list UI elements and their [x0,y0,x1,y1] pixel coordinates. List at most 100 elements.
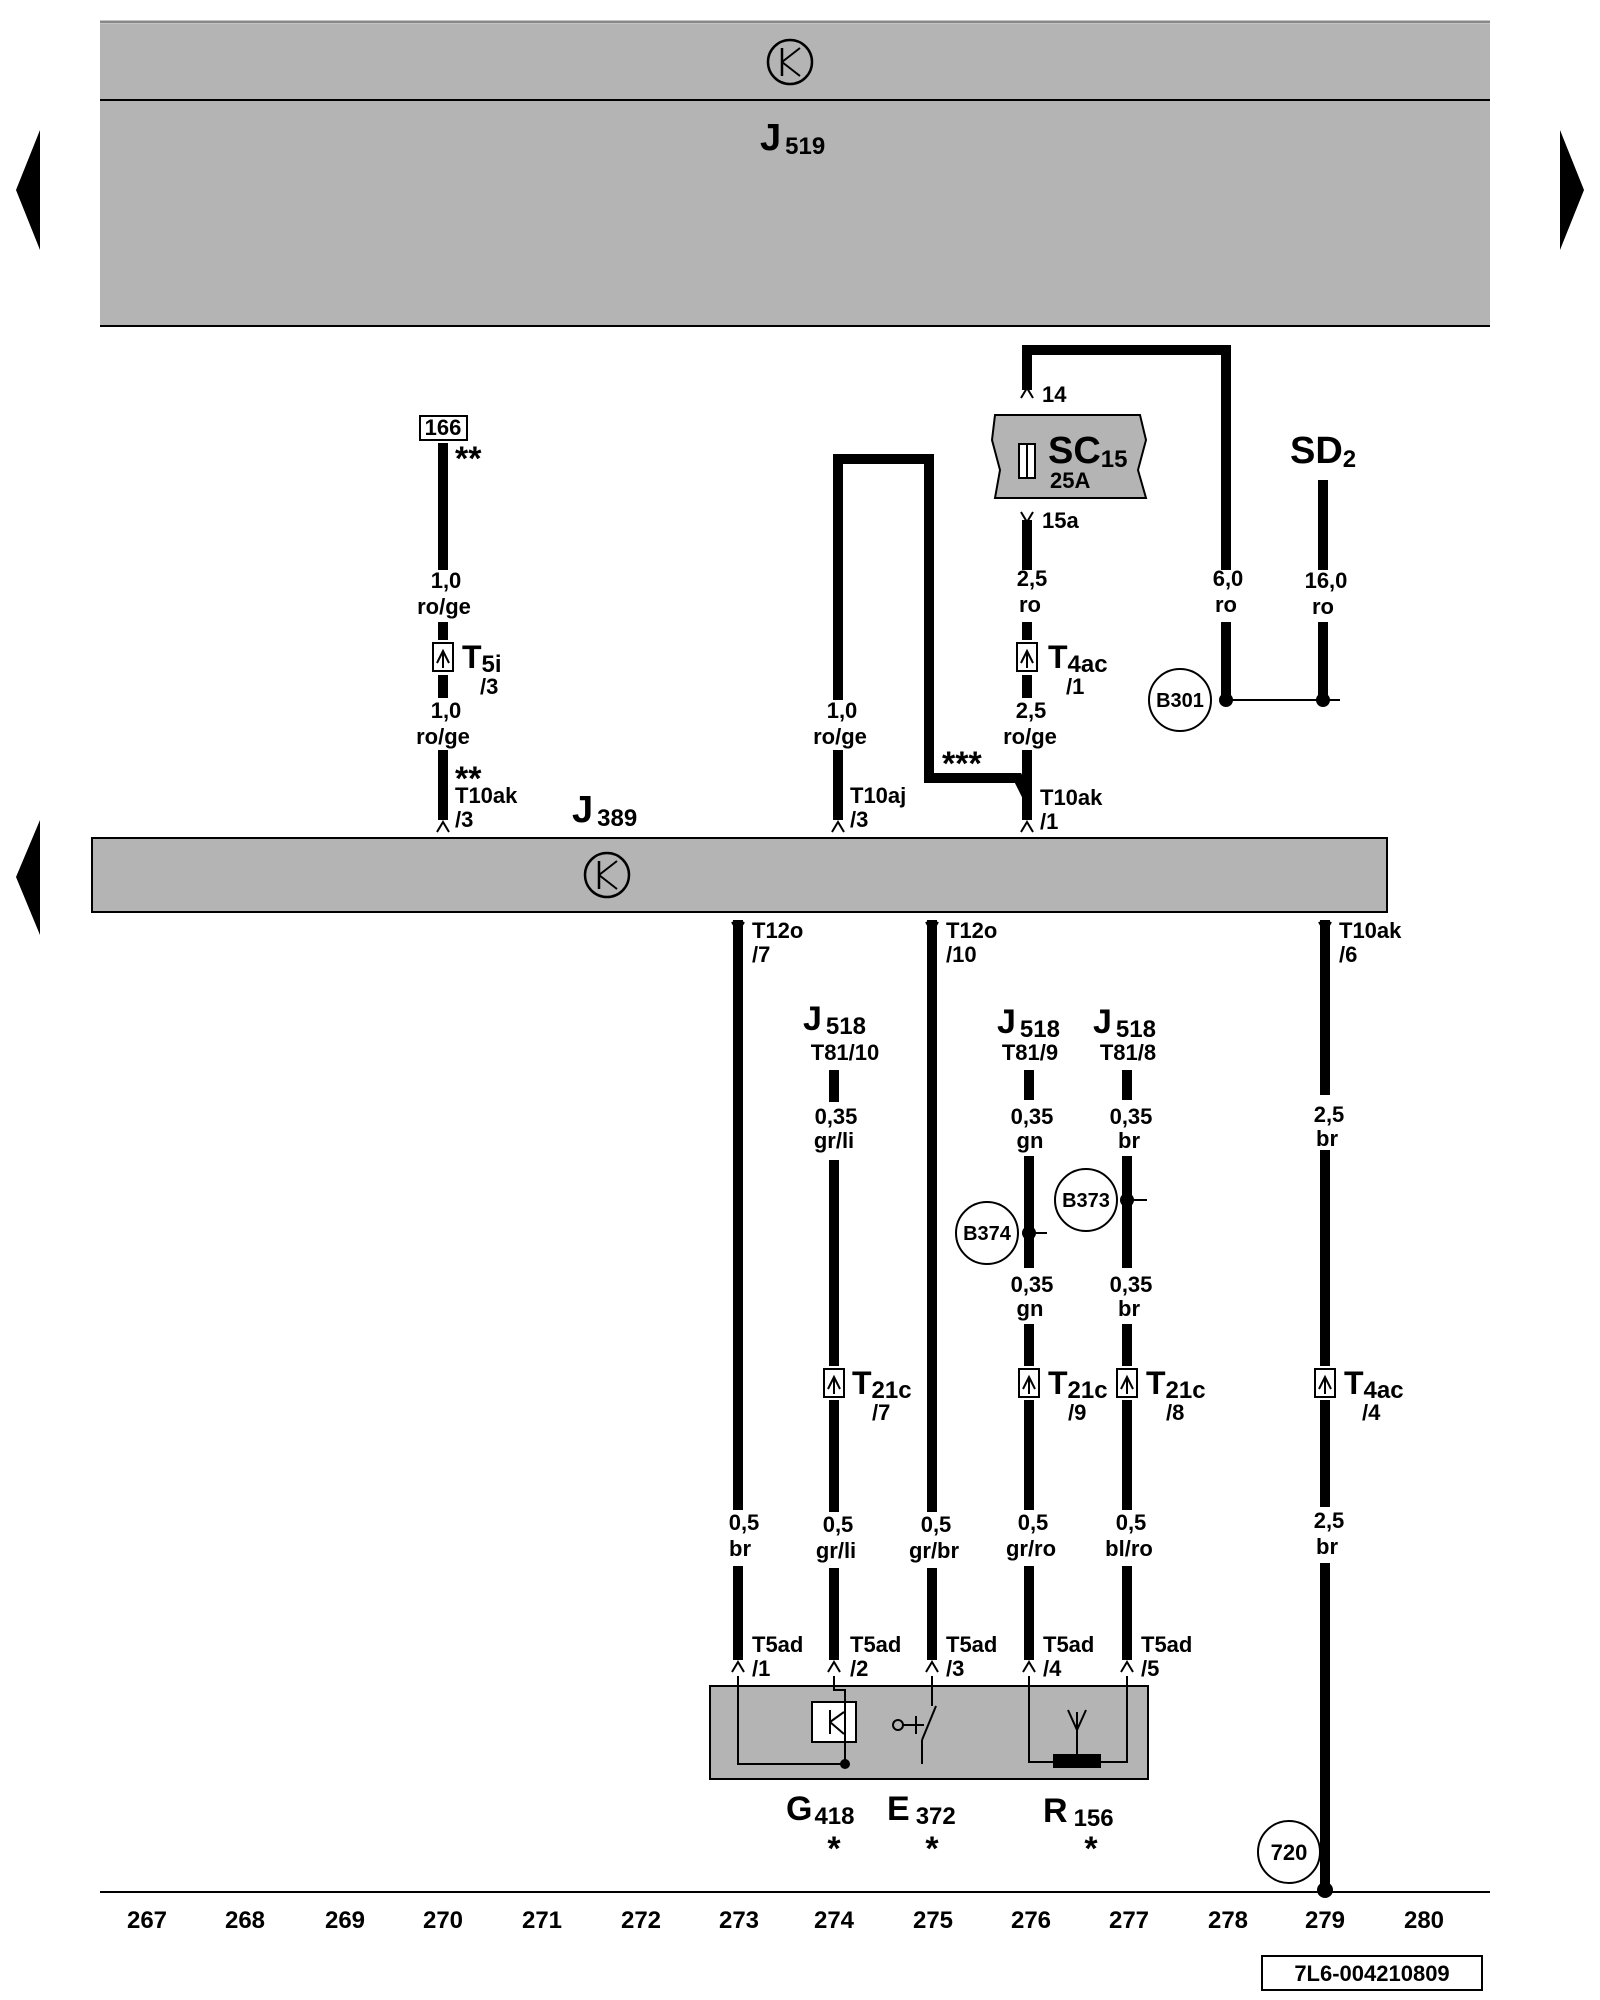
pin-t12o-10: T12o/10 [946,918,997,967]
pin-arrow-icon [1120,1660,1134,1673]
svg-text:T21c: T21c [1048,1365,1108,1404]
g418-label: G418 [786,1790,855,1830]
g418-note: * [827,1830,841,1868]
note-triple-star: *** [942,745,982,783]
pin-t10ak-3: T10ak/3 [455,783,518,832]
pin-arrow-icon [831,820,845,833]
j518-pin: T81/8 [1100,1040,1156,1065]
pin-t5ad-3: T5ad/3 [946,1632,997,1681]
connector-t4ac-4: T4ac /4 [1314,1365,1404,1425]
svg-text:T5i: T5i [462,639,502,678]
sc15-label: SC15 [1048,430,1128,473]
sd2-label: SD2 [1290,430,1356,473]
svg-text:/9: /9 [1068,1400,1086,1425]
pin-arrow-icon [1318,921,1332,934]
svg-text:7L6-004210809: 7L6-004210809 [1294,1961,1449,1986]
svg-text:T4ac: T4ac [1048,639,1108,678]
pin-t5ad-2: T5ad/2 [850,1632,901,1681]
nav-prev-page-top-icon[interactable] [16,130,40,250]
fuse-sc15: SC15 25A 14 15a [990,382,1148,533]
svg-text:B301: B301 [1156,690,1204,712]
pin-arrow-icon [925,921,939,934]
pin-t5ad-1: T5ad/1 [752,1632,803,1681]
ground-b373: B373 [1054,1168,1147,1232]
e372-note: * [925,1830,939,1868]
svg-text:280: 280 [1404,1907,1444,1934]
svg-text:279: 279 [1305,1907,1345,1934]
svg-text:B373: B373 [1062,1190,1110,1212]
svg-text:/3: /3 [480,674,498,699]
j518-pin: T81/9 [1002,1040,1058,1065]
svg-text:275: 275 [913,1907,953,1934]
svg-text:278: 278 [1208,1907,1248,1934]
pin-t12o-7: T12o/7 [752,918,803,967]
svg-text:T21c: T21c [852,1365,912,1404]
nav-prev-page-bottom-icon[interactable] [16,820,40,935]
document-id: 7L6-004210809 [1261,1955,1483,1991]
push-switch-icon [892,1676,937,1764]
svg-text:B374: B374 [963,1223,1012,1245]
note-double-star: ** [455,440,482,478]
svg-text:/4: /4 [1362,1400,1381,1425]
ground-b301: B301 [1148,668,1212,732]
junctions [1022,417,1333,1898]
svg-text:274: 274 [814,1907,855,1934]
svg-text:268: 268 [225,1907,265,1934]
connector-t5i: T5i /3 [432,639,502,699]
wires [438,345,1340,1888]
j518-pin: T81/10 [811,1040,880,1065]
ground-b374: B374 [955,1201,1047,1265]
svg-text:T21c: T21c [1146,1365,1206,1404]
svg-text:720: 720 [1271,1840,1308,1865]
pin-arrow-icon [1020,820,1034,833]
svg-text:267: 267 [127,1907,167,1934]
pin-arrows [436,386,1332,1673]
pin-arrow-icon [1020,511,1034,524]
pin-t10ak-1: T10ak/1 [1040,785,1103,834]
svg-text:/1: /1 [1066,674,1084,699]
electronic-symbol-icon [766,38,814,86]
wire-274-upper [833,454,1032,799]
nav-next-page-icon[interactable] [1560,130,1584,250]
r156-note: * [1084,1830,1098,1868]
track-numbers: 267 268 269 270 271 272 273 274 275 276 … [127,1907,1444,1934]
svg-text:277: 277 [1109,1907,1149,1934]
pin-arrow-icon [731,1660,745,1673]
connector-t21c-8: T21c /8 [1116,1365,1206,1425]
pin-arrow-icon [1020,386,1034,399]
pin-arrow-icon [925,1660,939,1673]
antenna-icon [1028,1676,1128,1768]
connector-t21c-9: T21c /9 [1018,1365,1108,1425]
reference-box[interactable]: 166 [419,415,468,441]
sensor-g418-icon [811,1701,857,1743]
sc15-pin-in: 14 [1042,382,1067,407]
pin-t10ak-6: T10ak/6 [1339,918,1402,967]
svg-text:273: 273 [719,1907,759,1934]
sensor-module [709,1676,1149,1780]
note-double-star: ** [455,760,482,798]
